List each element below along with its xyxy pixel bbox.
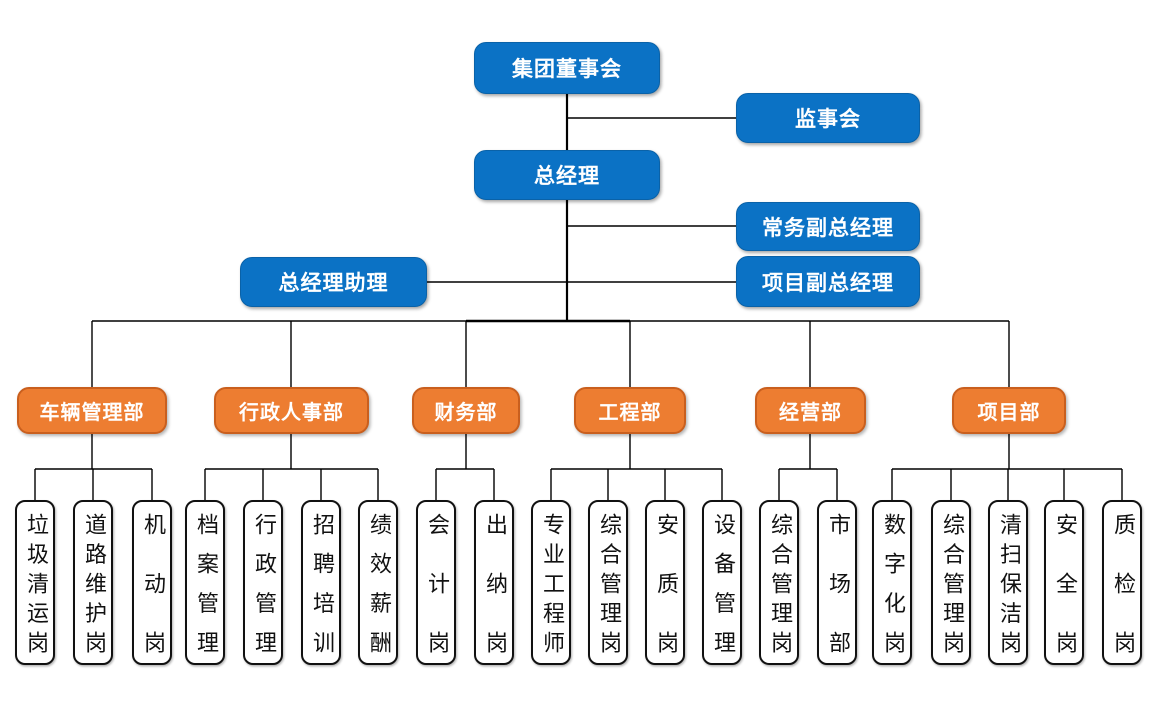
- node-executive-deputy-gm[interactable]: 常务副总经理: [736, 202, 920, 251]
- position-performance-compensation[interactable]: 绩效薪酬: [358, 500, 398, 665]
- dept-operations[interactable]: 经营部: [755, 387, 866, 434]
- position-general-management-ops[interactable]: 综合管理岗: [759, 500, 799, 665]
- position-label: 综合管理岗: [939, 512, 964, 653]
- position-label: 设备管理: [710, 512, 735, 653]
- position-accounting[interactable]: 会计岗: [416, 500, 456, 665]
- position-label: 专业工程师: [539, 512, 564, 653]
- position-mobile-duty[interactable]: 机动岗: [132, 500, 172, 665]
- position-admin-management[interactable]: 行政管理: [243, 500, 283, 665]
- position-archives-management[interactable]: 档案管理: [185, 500, 225, 665]
- node-gm-assistant-label: 总经理助理: [278, 271, 389, 295]
- node-executive-deputy-gm-label: 常务副总经理: [762, 215, 894, 240]
- position-label: 机动岗: [140, 512, 165, 653]
- node-board[interactable]: 集团董事会: [474, 42, 660, 94]
- position-market-dept[interactable]: 市场部: [817, 500, 857, 665]
- position-digitalization[interactable]: 数字化岗: [872, 500, 912, 665]
- node-gm-assistant[interactable]: 总经理助理: [240, 257, 427, 307]
- position-garbage-removal[interactable]: 垃圾清运岗: [15, 500, 55, 665]
- position-safety-quality[interactable]: 安质岗: [645, 500, 685, 665]
- position-label: 安全岗: [1052, 512, 1077, 653]
- position-quality-inspection[interactable]: 质检岗: [1102, 500, 1142, 665]
- position-general-management-eng[interactable]: 综合管理岗: [588, 500, 628, 665]
- position-label: 行政管理: [251, 512, 276, 653]
- dept-label: 经营部: [779, 400, 842, 424]
- dept-label: 财务部: [434, 400, 498, 424]
- position-cleaning[interactable]: 清扫保洁岗: [988, 500, 1028, 665]
- position-road-maintenance[interactable]: 道路维护岗: [73, 500, 113, 665]
- position-label: 招聘培训: [309, 512, 334, 653]
- position-recruiting-training[interactable]: 招聘培训: [301, 500, 341, 665]
- dept-finance[interactable]: 财务部: [412, 387, 520, 434]
- position-label: 安质岗: [653, 512, 678, 653]
- position-label: 数字化岗: [880, 512, 905, 653]
- position-general-management-proj[interactable]: 综合管理岗: [931, 500, 971, 665]
- node-project-deputy-gm[interactable]: 项目副总经理: [736, 256, 920, 307]
- node-supervisory-board[interactable]: 监事会: [736, 93, 920, 143]
- node-general-manager[interactable]: 总经理: [474, 150, 660, 200]
- position-label: 绩效薪酬: [366, 512, 391, 653]
- position-label: 垃圾清运岗: [23, 512, 48, 653]
- position-label: 道路维护岗: [81, 512, 106, 653]
- position-label: 综合管理岗: [767, 512, 792, 653]
- dept-engineering[interactable]: 工程部: [574, 387, 686, 434]
- dept-label: 车辆管理部: [39, 400, 145, 424]
- position-equipment-management[interactable]: 设备管理: [702, 500, 742, 665]
- node-supervisory-board-label: 监事会: [795, 107, 861, 131]
- node-general-manager-label: 总经理: [534, 164, 600, 188]
- position-professional-engineer[interactable]: 专业工程师: [531, 500, 571, 665]
- position-label: 档案管理: [193, 512, 218, 653]
- node-board-label: 集团董事会: [512, 57, 622, 81]
- dept-label: 工程部: [598, 400, 662, 424]
- dept-vehicle-management[interactable]: 车辆管理部: [17, 387, 167, 434]
- position-cashier[interactable]: 出纳岗: [474, 500, 514, 665]
- node-project-deputy-gm-label: 项目副总经理: [762, 270, 894, 295]
- position-label: 会计岗: [424, 512, 449, 653]
- position-label: 出纳岗: [482, 512, 507, 653]
- position-label: 质检岗: [1110, 512, 1135, 653]
- dept-label: 项目部: [977, 400, 1041, 424]
- dept-admin-hr[interactable]: 行政人事部: [214, 387, 369, 434]
- dept-project[interactable]: 项目部: [952, 387, 1066, 434]
- position-safety[interactable]: 安全岗: [1044, 500, 1084, 665]
- position-label: 市场部: [825, 512, 850, 653]
- position-label: 综合管理岗: [596, 512, 621, 653]
- dept-label: 行政人事部: [239, 400, 344, 424]
- position-label: 清扫保洁岗: [996, 512, 1021, 653]
